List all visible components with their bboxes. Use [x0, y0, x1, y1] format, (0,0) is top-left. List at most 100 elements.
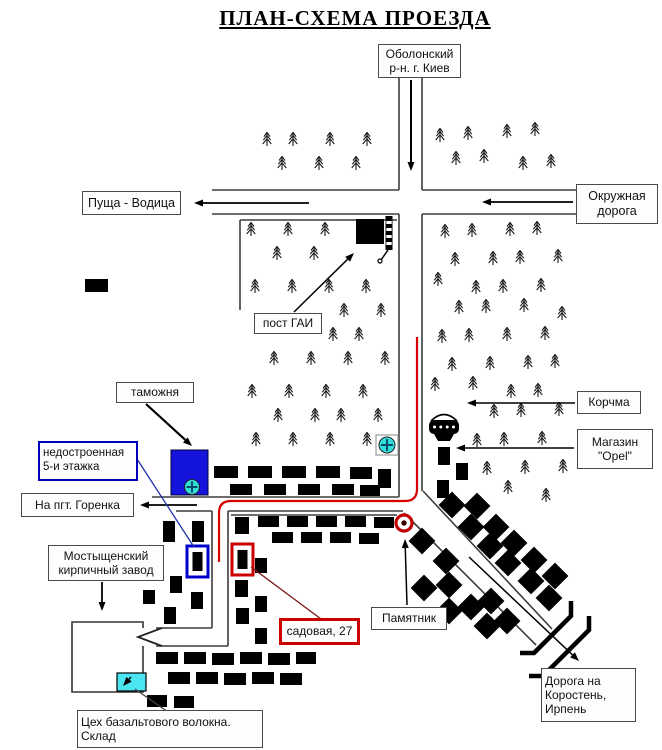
house	[282, 466, 306, 478]
house	[255, 628, 267, 644]
house	[236, 608, 249, 624]
direction-arrow-head	[182, 437, 192, 446]
fir-tree-icon	[273, 407, 283, 422]
house	[191, 592, 203, 609]
house	[184, 652, 206, 664]
direction-arrow-head	[194, 199, 203, 207]
fir-tree-icon	[554, 401, 564, 416]
diamond-house	[535, 584, 563, 612]
diamond-house	[517, 567, 545, 595]
fir-tree-icon	[485, 355, 495, 370]
house	[272, 532, 293, 543]
monument-icon-center	[401, 520, 407, 526]
fir-tree-icon	[287, 278, 297, 293]
fir-tree-icon	[321, 383, 331, 398]
fir-tree-icon	[451, 150, 461, 165]
barrier-stripe	[386, 228, 392, 231]
label-nedostroennaya: недостроенная 5-и этажка	[38, 441, 138, 481]
fir-tree-icon	[519, 297, 529, 312]
direction-arrow	[145, 403, 187, 441]
house	[212, 653, 234, 665]
fir-tree-icon	[499, 431, 509, 446]
fir-tree-icon	[320, 221, 330, 236]
house	[192, 521, 204, 542]
fir-tree-icon	[516, 402, 526, 417]
railway-crossing-mark	[520, 601, 574, 656]
fir-tree-icon	[362, 431, 372, 446]
house	[301, 532, 322, 543]
fir-tree-icon	[489, 403, 499, 418]
korchma-pot-dot	[439, 425, 443, 429]
fir-tree-icon	[515, 249, 525, 264]
house	[255, 596, 267, 612]
fir-tree-icon	[440, 223, 450, 238]
house	[224, 673, 246, 685]
house	[252, 672, 274, 684]
direction-arrow-head	[140, 501, 149, 509]
fir-tree-icon	[284, 383, 294, 398]
korchma-pot-dot	[445, 425, 449, 429]
label-pamyatnik: Памятник	[371, 607, 447, 630]
label-obolonsky: Оболонский р-н. г. Киев	[378, 44, 461, 78]
road-line	[422, 490, 553, 630]
fir-tree-icon	[520, 459, 530, 474]
label-sadovaya-27: садовая, 27	[279, 618, 360, 645]
fir-tree-icon	[447, 356, 457, 371]
house	[214, 466, 238, 478]
fir-tree-icon	[306, 350, 316, 365]
label-okruzhnaya-doroga: Окружная дорога	[576, 184, 658, 224]
fir-tree-icon	[262, 131, 272, 146]
gai-building	[356, 219, 384, 244]
house	[147, 695, 167, 707]
fir-tree-icon	[454, 299, 464, 314]
fir-tree-icon	[502, 123, 512, 138]
direction-arrow	[404, 547, 408, 606]
icons-layer	[116, 216, 459, 692]
diamond-house	[463, 492, 491, 520]
house	[437, 480, 449, 498]
callout-pointer-line	[250, 566, 322, 620]
fir-tree-icon	[541, 487, 551, 502]
direction-arrow-head	[456, 444, 465, 452]
fir-tree-icon	[540, 325, 550, 340]
house	[332, 484, 354, 495]
fir-tree-icon	[288, 131, 298, 146]
korchma-pot-icon	[429, 420, 459, 434]
house	[143, 590, 155, 604]
house	[374, 517, 394, 528]
fir-tree-icon	[557, 305, 567, 320]
fir-tree-icon	[354, 326, 364, 341]
diamond-house	[541, 562, 569, 590]
route-layer	[217, 337, 419, 562]
label-magazin-opel: Магазин "Opel"	[577, 429, 653, 469]
fir-tree-icon	[471, 279, 481, 294]
barrier-ring	[377, 258, 383, 264]
fir-tree-icon	[506, 383, 516, 398]
direction-arrow-head	[467, 399, 476, 407]
fir-tree-icon	[482, 460, 492, 475]
house	[85, 279, 108, 292]
house	[156, 652, 178, 664]
direction-arrow-head	[401, 539, 409, 549]
page-title: ПЛАН-СХЕМА ПРОЕЗДА	[219, 6, 491, 30]
house	[163, 521, 175, 542]
fir-tree-icon	[430, 376, 440, 391]
house	[235, 580, 248, 597]
house	[316, 466, 340, 478]
fir-tree-icon	[272, 245, 282, 260]
fir-tree-icon	[488, 250, 498, 265]
fir-tree-icon	[553, 248, 563, 263]
diamond-house	[457, 513, 485, 541]
diamond-house	[410, 574, 438, 602]
fir-tree-icon	[373, 407, 383, 422]
fir-tree-icon	[472, 432, 482, 447]
fir-tree-icon	[468, 375, 478, 390]
fir-tree-icon	[479, 148, 489, 163]
label-na-pgt-gorenka: На пгт. Горенка	[21, 493, 134, 517]
fir-tree-icon	[247, 383, 257, 398]
diamond-house	[408, 527, 436, 555]
label-doroga-na-korosten: Дорога на Коростень, Ирпень	[541, 668, 636, 722]
fir-tree-icon	[550, 353, 560, 368]
fir-tree-icon	[362, 131, 372, 146]
